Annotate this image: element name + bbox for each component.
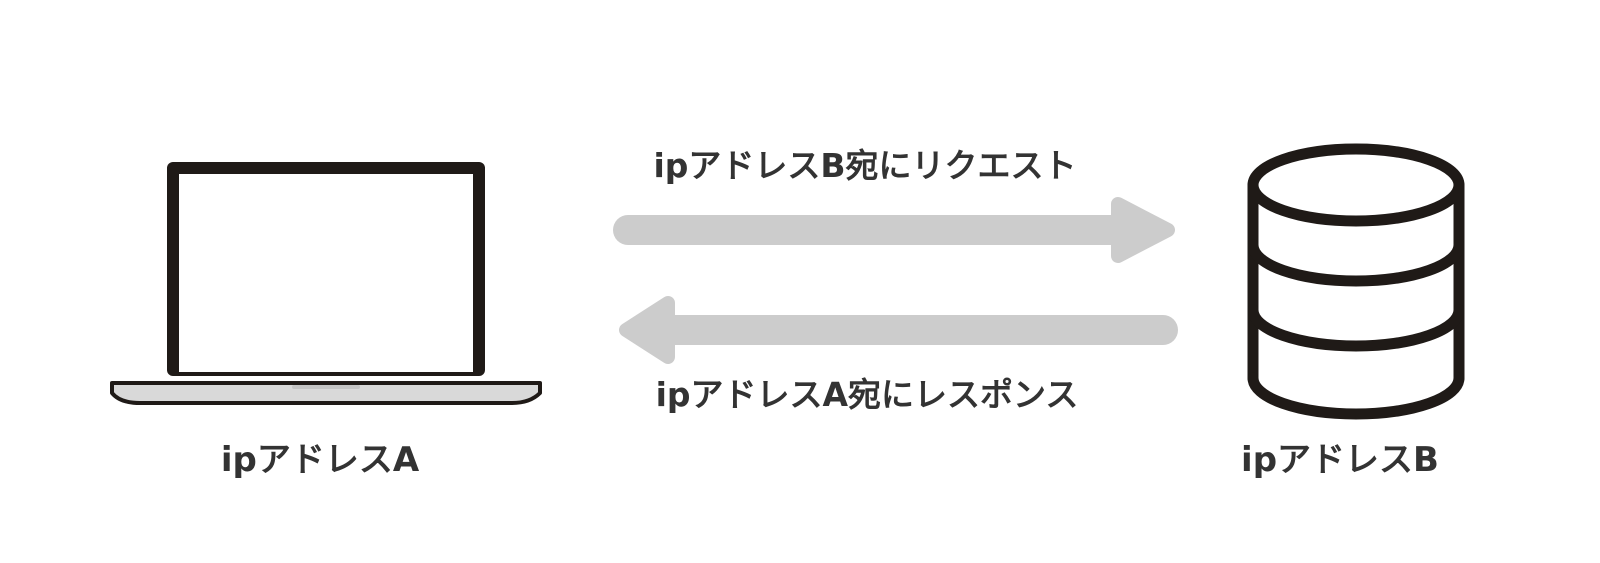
client-node-label: ipアドレスA xyxy=(220,440,420,480)
response-arrow xyxy=(619,296,1178,364)
laptop-icon xyxy=(110,162,542,405)
response-arrow-label: ipアドレスA宛にレスポンス xyxy=(655,375,1079,414)
database-icon xyxy=(1247,143,1465,420)
server-node-label: ipアドレスB xyxy=(1241,440,1439,480)
request-arrow-label: ipアドレスB宛にリクエスト xyxy=(653,146,1077,185)
request-arrow xyxy=(613,197,1175,263)
